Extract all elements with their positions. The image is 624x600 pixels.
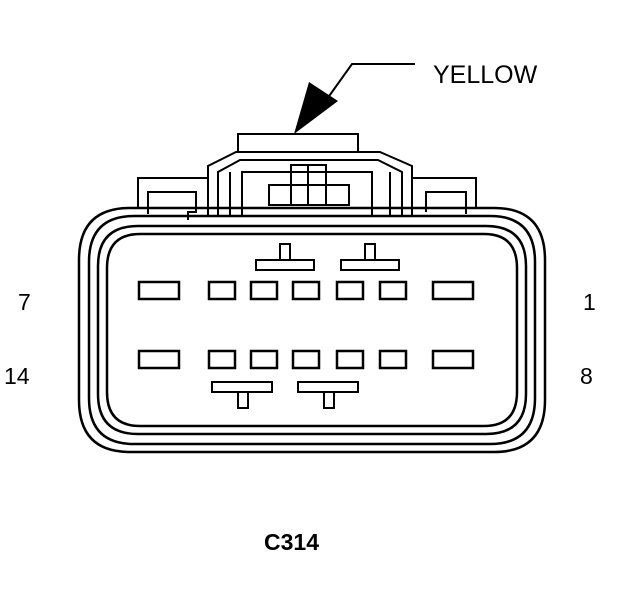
terminal-cavity xyxy=(207,280,237,301)
terminal-cavity xyxy=(291,349,321,370)
terminal-cavity xyxy=(378,349,408,370)
terminal-row-top xyxy=(137,280,475,301)
terminal-cavity xyxy=(431,280,475,301)
terminal-cavity xyxy=(249,280,279,301)
terminal-cavity xyxy=(378,280,408,301)
terminal-row-bottom xyxy=(137,349,475,370)
callout-leader xyxy=(321,63,415,107)
key-ribs-top xyxy=(255,243,400,271)
terminal-cavity xyxy=(431,349,475,370)
pin-label-bottom-right: 8 xyxy=(580,363,593,389)
terminal-cavity xyxy=(249,349,279,370)
color-callout-label: YELLOW xyxy=(433,61,538,89)
terminal-cavity xyxy=(335,280,365,301)
terminal-cavity xyxy=(137,280,181,301)
connector-id-label: C314 xyxy=(264,529,319,555)
terminal-cavity xyxy=(291,280,321,301)
pin-label-top-right: 1 xyxy=(583,289,596,315)
key-ribs-bottom xyxy=(211,381,359,409)
connector-latch xyxy=(207,133,413,217)
terminal-cavity xyxy=(137,349,181,370)
terminal-cavity xyxy=(335,349,365,370)
connector-shoulders xyxy=(137,177,477,220)
connector-shell xyxy=(77,206,547,454)
terminal-cavity xyxy=(207,349,237,370)
pin-label-bottom-left: 14 xyxy=(4,363,30,389)
callout-arrowhead xyxy=(294,82,338,134)
pin-label-top-left: 7 xyxy=(18,289,31,315)
